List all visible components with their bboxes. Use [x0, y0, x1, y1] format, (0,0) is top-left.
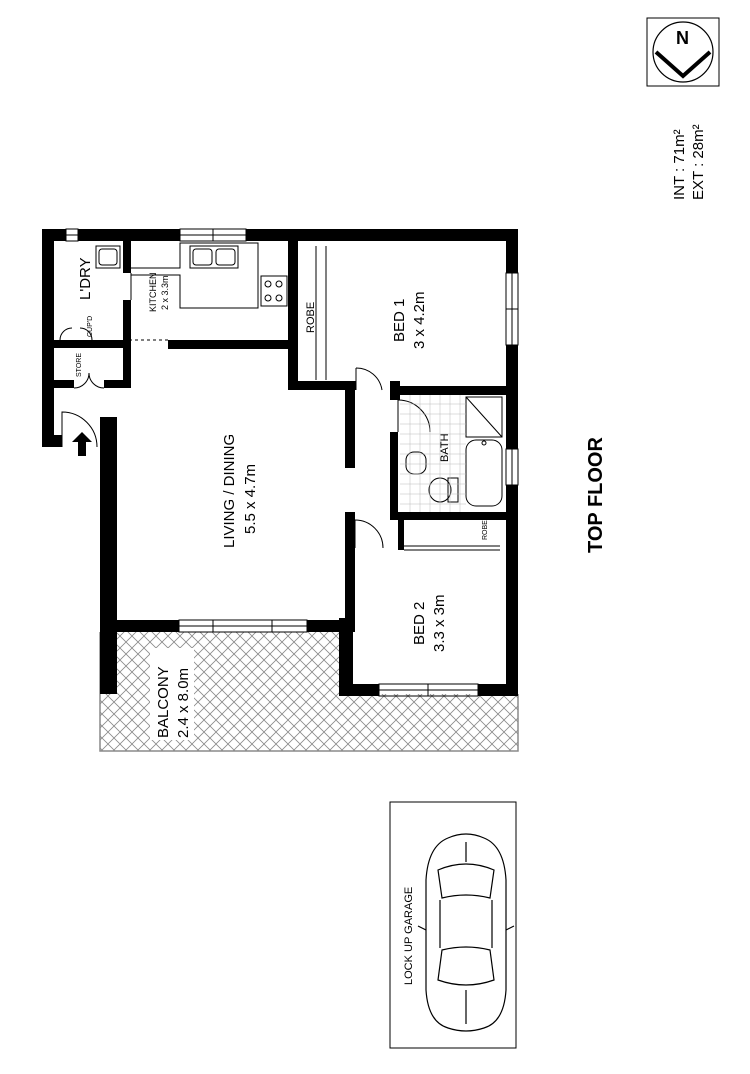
living-label: LIVING / DINING — [221, 434, 238, 548]
laundry-label: L'DRY — [77, 257, 94, 300]
room-labels: L'DRY CUP'D STORE KITCHEN 2 x 3.3m ROBE … — [76, 257, 489, 738]
balcony-size: 2.4 x 8.0m — [175, 668, 192, 738]
area-summary: INT : 71m² EXT : 28m² — [671, 124, 707, 200]
external-area: EXT : 28m² — [690, 124, 707, 200]
robe2-label: ROBE — [482, 520, 489, 540]
bath-tiles — [400, 395, 466, 512]
internal-area: INT : 71m² — [671, 129, 688, 200]
doors — [59, 273, 431, 549]
bed1-size: 3 x 4.2m — [411, 291, 428, 349]
bed2-size: 3.3 x 3m — [431, 594, 448, 652]
robe1-label: ROBE — [305, 302, 317, 333]
north-arrow-icon: N — [646, 17, 720, 87]
car-icon — [417, 833, 515, 1032]
garage-label: LOCK UP GARAGE — [403, 887, 415, 985]
balcony — [99, 632, 519, 752]
garage: LOCK UP GARAGE — [389, 801, 517, 1049]
fixtures — [95, 242, 503, 551]
floor-title: TOP FLOOR — [585, 437, 607, 553]
walls — [42, 229, 518, 696]
kitchen-size: 2 x 3.3m — [160, 275, 170, 310]
entry-arrow-icon — [72, 432, 92, 456]
store-label: STORE — [76, 353, 83, 377]
cupboard-label: CUP'D — [87, 316, 94, 337]
bed1-label: BED 1 — [391, 299, 408, 342]
balcony-label: BALCONY — [155, 666, 172, 738]
north-label: N — [676, 28, 689, 48]
kitchen-label: KITCHEN — [148, 272, 158, 312]
living-size: 5.5 x 4.7m — [242, 464, 259, 534]
windows — [65, 228, 519, 697]
bed2-label: BED 2 — [411, 602, 428, 645]
bath-label: BATH — [439, 433, 451, 462]
